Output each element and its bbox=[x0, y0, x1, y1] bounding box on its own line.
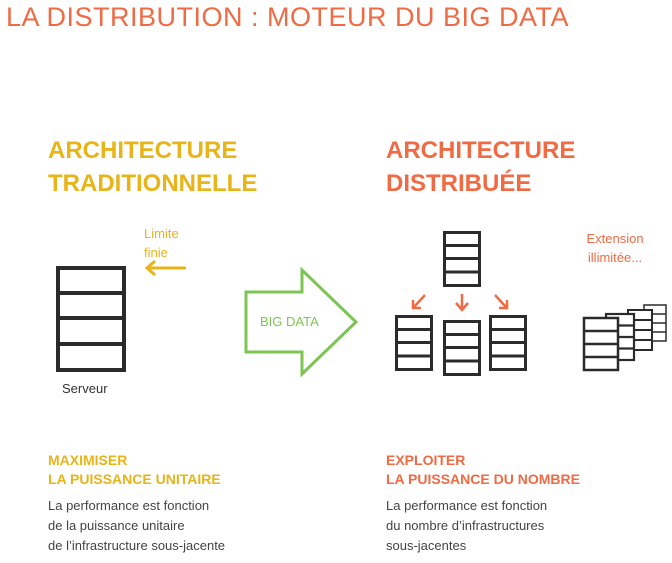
description-line: de l’infrastructure sous-jacente bbox=[48, 538, 226, 553]
server-icon bbox=[56, 266, 126, 372]
finite-limit-note: Limite finie bbox=[144, 224, 179, 262]
heading-line: ARCHITECTURE bbox=[48, 137, 238, 164]
worker-server-icon bbox=[489, 315, 527, 371]
heading-line: TRADITIONNELLE bbox=[48, 170, 258, 197]
traditional-architecture-heading: ARCHITECTURE TRADITIONNELLE bbox=[48, 134, 257, 200]
unlimited-extension-note: Extension illimitée... bbox=[580, 229, 650, 267]
distributed-description: La performance est fonction du nombre d’… bbox=[386, 496, 547, 556]
server-label: Serveur bbox=[62, 381, 108, 396]
subheading-line: LA PUISSANCE DU NOMBRE bbox=[386, 471, 580, 487]
page-title: LA DISTRIBUTION : MOTEUR DU BIG DATA bbox=[6, 2, 570, 32]
heading-line: DISTRIBUÉE bbox=[386, 170, 532, 197]
description-line: La performance est fonction bbox=[386, 498, 548, 513]
note-line: Extension bbox=[586, 231, 644, 246]
note-line: Limite bbox=[144, 226, 179, 241]
distribution-arrows-icon bbox=[411, 294, 509, 312]
note-line: illimitée... bbox=[587, 250, 643, 265]
subheading-line: MAXIMISER bbox=[48, 452, 128, 468]
description-line: sous-jacentes bbox=[386, 538, 467, 553]
subheading-line: EXPLOITER bbox=[386, 452, 466, 468]
note-line: finie bbox=[144, 245, 168, 260]
worker-server-icon bbox=[443, 320, 481, 376]
exploit-number-power-heading: EXPLOITER LA PUISSANCE DU NOMBRE bbox=[386, 451, 580, 489]
left-arrow-icon bbox=[144, 259, 186, 277]
server-stack-icon bbox=[582, 304, 667, 372]
traditional-description: La performance est fonction de la puissa… bbox=[48, 496, 225, 556]
heading-line: ARCHITECTURE bbox=[386, 137, 576, 164]
subheading-line: LA PUISSANCE UNITAIRE bbox=[48, 471, 221, 487]
big-data-arrow-icon bbox=[244, 266, 359, 378]
description-line: du nombre d’infrastructures bbox=[386, 518, 545, 533]
big-data-label: BIG DATA bbox=[260, 314, 319, 329]
distributed-architecture-heading: ARCHITECTURE DISTRIBUÉE bbox=[386, 134, 575, 200]
worker-server-icon bbox=[395, 315, 433, 371]
description-line: de la puissance unitaire bbox=[48, 518, 185, 533]
maximize-unit-power-heading: MAXIMISER LA PUISSANCE UNITAIRE bbox=[48, 451, 221, 489]
description-line: La performance est fonction bbox=[48, 498, 210, 513]
master-server-icon bbox=[443, 231, 481, 287]
